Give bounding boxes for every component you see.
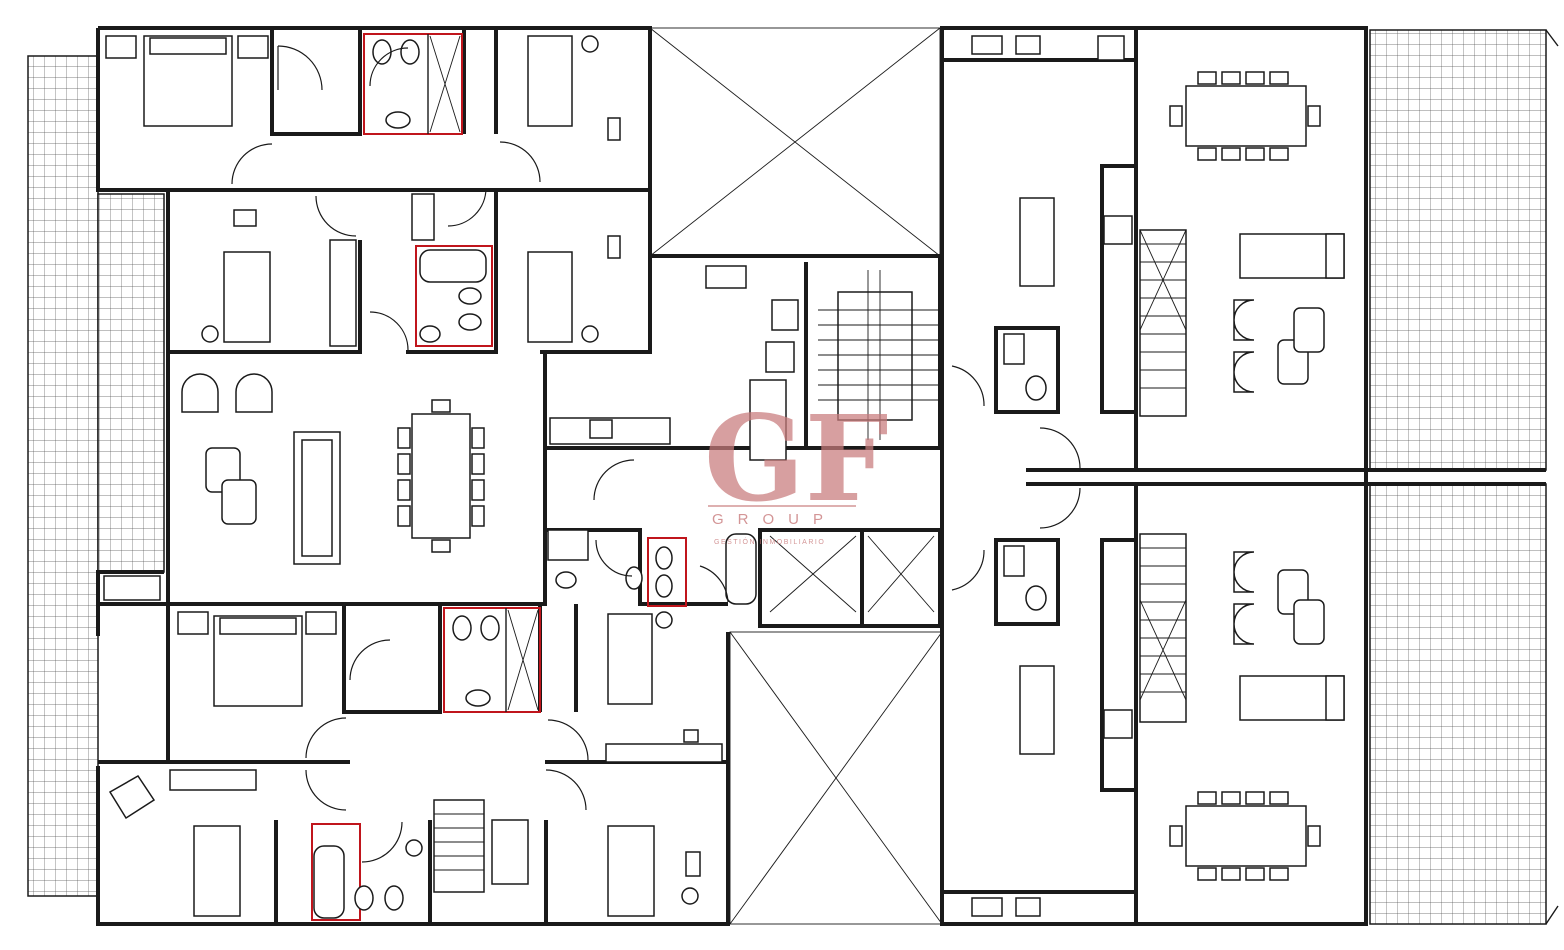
bathtub [419, 249, 487, 283]
bath-wet-zone [647, 537, 687, 607]
west-north-rooms [105, 33, 621, 347]
bathtub [725, 533, 757, 605]
stair-treads [818, 309, 940, 401]
bath-wet-zone [363, 33, 463, 135]
dining-table [1185, 85, 1307, 147]
terrace-east-south [1369, 483, 1547, 925]
single-bed [607, 613, 653, 705]
cooktop [1103, 215, 1133, 245]
logo-tagline: GESTIÓN INMOBILIARIO [714, 537, 825, 546]
west-south-rooms [108, 607, 723, 921]
east-north-unit [971, 35, 1345, 417]
armchair [235, 373, 273, 413]
cooktop [771, 299, 799, 331]
east-south-unit [971, 533, 1345, 917]
armchair [1233, 299, 1255, 341]
sink [971, 35, 1003, 55]
single-bed [223, 251, 271, 343]
west-living-room [103, 373, 485, 601]
gf-group-logo: GF GROUP GESTIÓN INMOBILIARIO [704, 389, 889, 546]
dining-table [411, 413, 471, 539]
terraces [27, 29, 1559, 925]
logo-wordmark: GROUP [712, 511, 837, 528]
armchair [1233, 351, 1255, 393]
terrace-east-north [1369, 29, 1547, 471]
single-bed [607, 825, 655, 917]
central-core [543, 254, 942, 628]
bath-wet-zone [443, 607, 541, 713]
single-bed [527, 35, 573, 127]
dining-table [1185, 805, 1307, 867]
kitchen-island [1019, 665, 1055, 755]
logo-initials: GF [704, 389, 889, 528]
bathtub [313, 845, 345, 919]
kitchen-island [1019, 197, 1055, 287]
terrace-west [27, 55, 99, 897]
core-column [749, 379, 787, 461]
doors [231, 45, 1081, 863]
sink [971, 897, 1003, 917]
bath-wet-zone [311, 823, 361, 921]
bath-wet-zone [415, 245, 493, 347]
sink [705, 265, 747, 289]
cooktop [1103, 709, 1133, 739]
single-bed [193, 825, 241, 917]
armchair [1233, 551, 1255, 593]
armchair [181, 373, 219, 413]
armchair [1233, 603, 1255, 645]
armchair [108, 775, 156, 820]
single-bed [527, 251, 573, 343]
terrace-west-inner [97, 193, 165, 573]
